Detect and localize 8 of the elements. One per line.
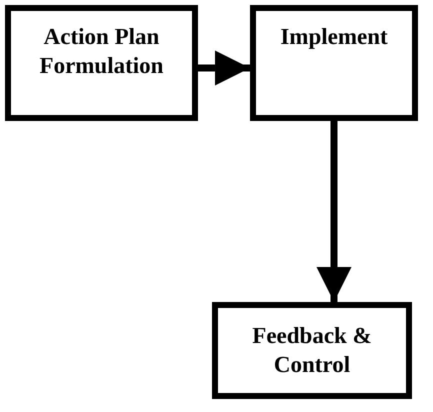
process-box — [212, 302, 412, 399]
box-label: Feedback & Control — [251, 322, 373, 378]
process-box — [250, 5, 418, 121]
process-box — [5, 5, 198, 121]
arrow — [316, 121, 352, 302]
box-label: Action Plan Formulation — [38, 23, 164, 80]
arrow — [198, 50, 250, 86]
box-label: Implement — [280, 23, 388, 51]
